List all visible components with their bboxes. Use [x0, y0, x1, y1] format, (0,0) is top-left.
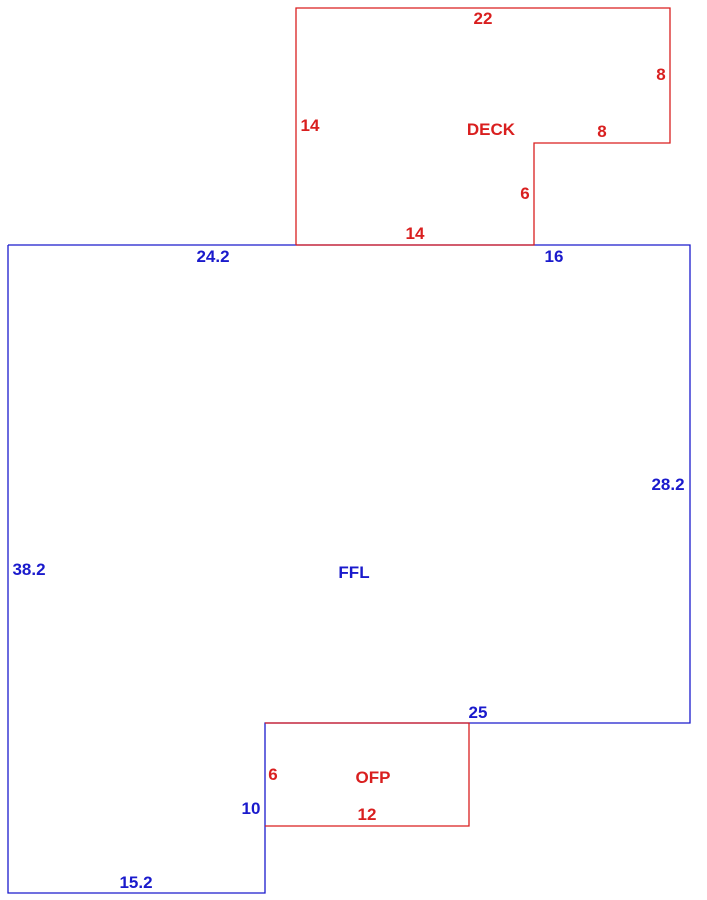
ffl-area-label: FFL — [338, 563, 369, 582]
deck-dim-bottom: 14 — [406, 224, 425, 243]
deck-dim-step-down: 6 — [520, 184, 529, 203]
ffl-dim-right: 28.2 — [651, 475, 684, 494]
ffl-dim-step: 25 — [469, 703, 488, 722]
ffl-dim-top-left: 24.2 — [196, 247, 229, 266]
ofp-outline — [265, 722, 470, 827]
ofp-dim-bottom: 12 — [358, 805, 377, 824]
deck-dim-right-upper: 8 — [656, 65, 665, 84]
ofp-dim-left: 6 — [268, 765, 277, 784]
ffl-dim-bottom: 15.2 — [119, 873, 152, 892]
ffl-dim-top-right: 16 — [545, 247, 564, 266]
deck-dim-top: 22 — [474, 9, 493, 28]
ofp-area-label: OFP — [356, 768, 391, 787]
ffl-dim-inner: 10 — [242, 799, 261, 818]
deck-dim-left: 14 — [301, 116, 320, 135]
ffl-dim-left: 38.2 — [12, 560, 45, 579]
deck-outline — [295, 7, 671, 246]
deck-dim-step: 8 — [597, 122, 606, 141]
deck-area-label: DECK — [467, 120, 516, 139]
